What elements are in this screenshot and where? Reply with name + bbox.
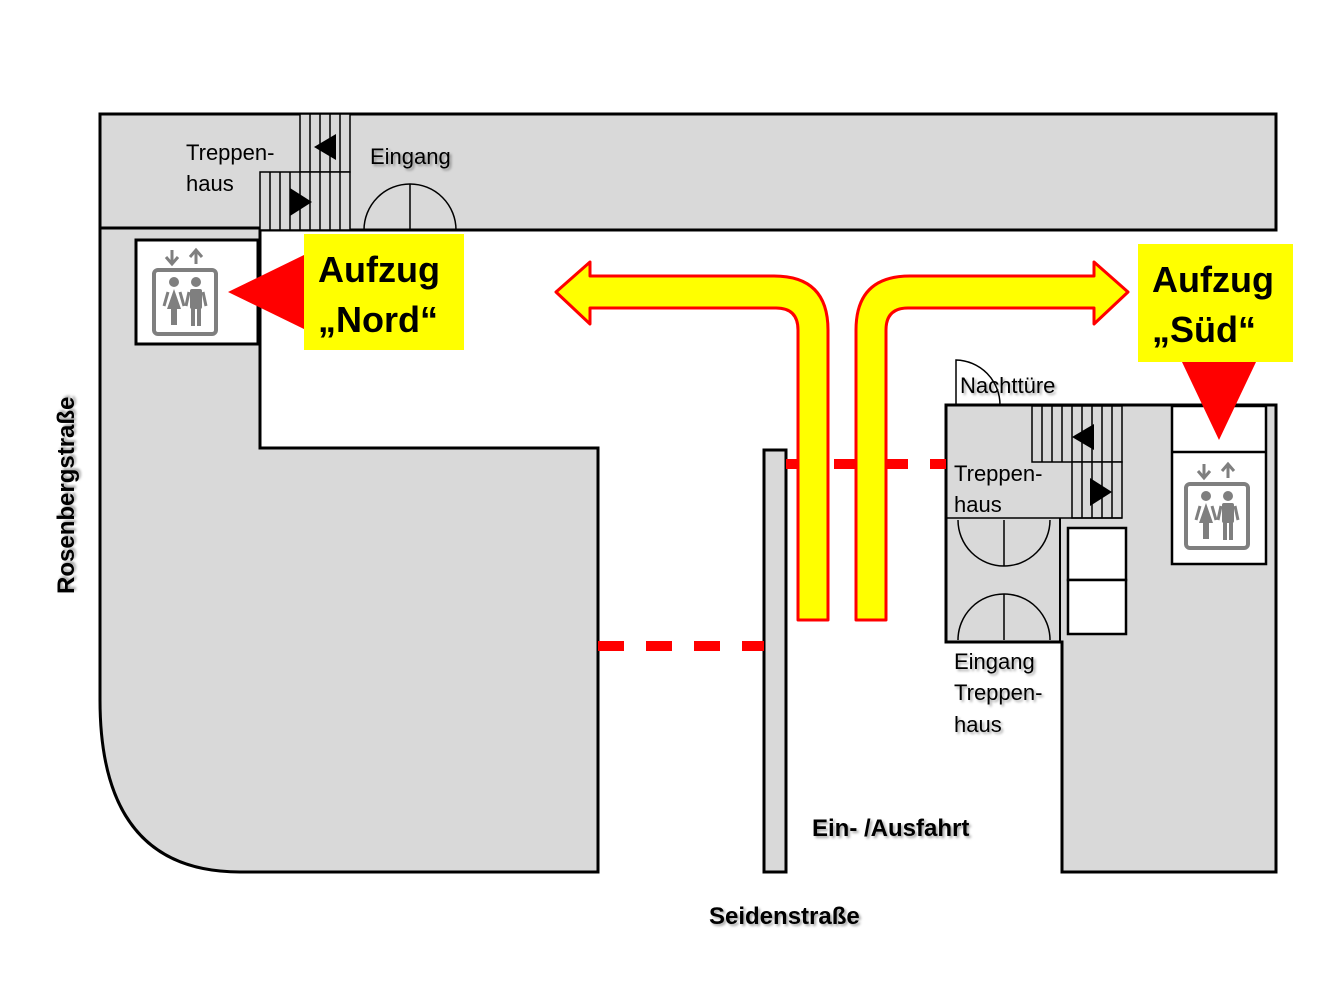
label-box-nord [304, 234, 464, 350]
label-eingang-nord: Eingang [370, 144, 451, 169]
elevator-sued-title: Aufzug [1152, 259, 1274, 300]
marker-arrow-icon [228, 254, 306, 330]
door-icon [955, 359, 1001, 406]
label-nachttuere: Nachttüre [960, 373, 1055, 398]
label-eingang-treppenhaus: Treppen- [954, 680, 1042, 705]
label-box-sued [1138, 244, 1293, 362]
elevator-nord-name: „Nord“ [318, 299, 438, 340]
label-eingang-treppenhaus: haus [954, 712, 1002, 737]
label-treppenhaus-sued: haus [954, 492, 1002, 517]
label-eingang-treppenhaus: Eingang [954, 649, 1035, 674]
direction-arrow-right [854, 260, 1130, 622]
label-treppenhaus-sued: Treppen- [954, 461, 1042, 486]
stairs-arrow-icon [314, 134, 336, 160]
door-icon [363, 183, 457, 231]
west-building [98, 226, 600, 874]
stairs-icon [259, 113, 351, 231]
gate-wall [762, 448, 788, 874]
door-icon [957, 519, 1051, 567]
label-einfahrt: Ein- /Ausfahrt [812, 815, 969, 842]
marker-arrow-icon [1182, 362, 1256, 440]
stairs-arrow-icon [1072, 424, 1094, 450]
street-seidenstrasse: Seidenstraße [709, 903, 860, 930]
door-icon [957, 593, 1051, 641]
elevator-nord-title: Aufzug [318, 249, 440, 290]
direction-arrow-left [554, 260, 830, 622]
stairs-arrow-icon [1090, 478, 1112, 506]
label-treppenhaus-nord: haus [186, 171, 234, 196]
label-treppenhaus-nord: Treppen- [186, 140, 274, 165]
stairs-arrow-icon [290, 188, 312, 216]
storage-boxes [1066, 526, 1128, 636]
street-rosenbergstrasse: Rosenbergstraße [53, 397, 80, 594]
elevator-sued-name: „Süd“ [1152, 309, 1256, 350]
